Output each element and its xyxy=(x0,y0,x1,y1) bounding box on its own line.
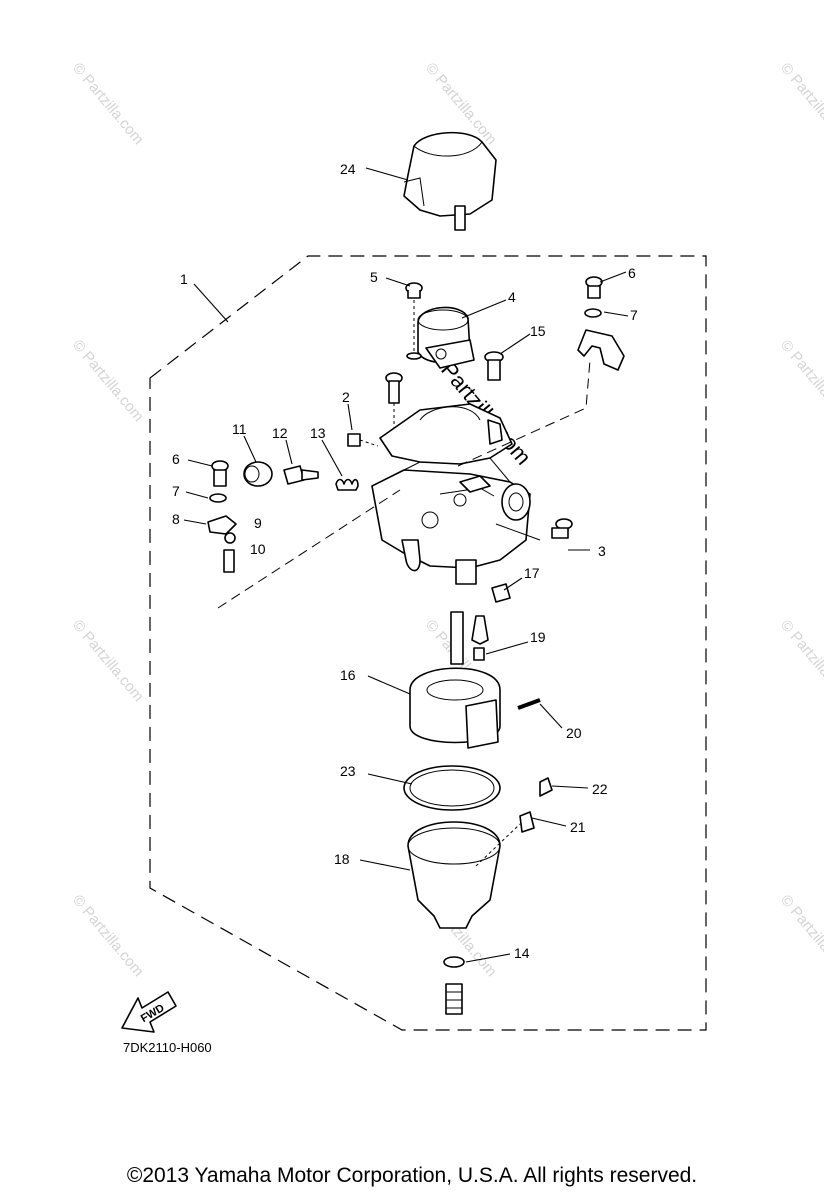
callout-14: 14 xyxy=(514,945,530,961)
fwd-label: FWD xyxy=(139,1002,167,1025)
part-4-cover xyxy=(417,306,475,369)
watermark: © Partzilla.com xyxy=(69,892,147,980)
part-18-bowl xyxy=(407,821,521,929)
callout-16: 16 xyxy=(340,667,356,683)
part-17-screw xyxy=(491,583,511,603)
callout-2: 2 xyxy=(342,389,350,405)
callout-4: 4 xyxy=(508,289,516,305)
watermark: © Partzilla.com xyxy=(777,892,824,980)
carburetor-body xyxy=(371,403,531,585)
callout-6: 6 xyxy=(628,265,636,281)
callout-labels: 24 1 5 4 6 7 15 2 11 12 13 6 7 8 9 10 3 … xyxy=(172,161,638,961)
part-20-pin xyxy=(517,698,541,710)
part-6-7-8-9-10-left xyxy=(207,460,237,573)
part-14-washer-screw xyxy=(443,956,465,1015)
callout-18: 18 xyxy=(334,851,350,867)
callout-24: 24 xyxy=(340,161,356,177)
watermark: © Partzilla.com xyxy=(777,617,824,705)
part-16-float xyxy=(409,667,501,749)
diagram-code: 7DK2110-H060 xyxy=(123,1040,212,1055)
assembly-boundary xyxy=(149,255,707,1031)
callout-21: 21 xyxy=(570,819,586,835)
fwd-arrow-icon: FWD xyxy=(121,991,177,1033)
part-24-cap xyxy=(403,131,497,231)
callout-12: 12 xyxy=(272,425,288,441)
part-needle-jet xyxy=(450,611,489,665)
callout-8: 8 xyxy=(172,511,180,527)
callout-leaders xyxy=(183,167,629,963)
part-2-screw xyxy=(347,433,379,447)
part-15-screw xyxy=(484,351,504,381)
callout-5: 5 xyxy=(370,269,378,285)
callout-7-left: 7 xyxy=(172,483,180,499)
part-13-spring xyxy=(335,478,359,491)
assembly-dash-line xyxy=(217,489,401,609)
part-23-ring xyxy=(403,765,501,811)
watermark: © Partzilla.com xyxy=(777,337,824,425)
callout-15: 15 xyxy=(530,323,546,339)
watermark: © Partzilla.com xyxy=(69,617,147,705)
part-11-cap xyxy=(243,461,273,487)
watermark: © Partzilla.com xyxy=(69,60,147,148)
copyright-notice: ©2013 Yamaha Motor Corporation, U.S.A. A… xyxy=(126,1164,698,1187)
watermark: © Partzilla.com xyxy=(777,60,824,148)
callout-20: 20 xyxy=(566,725,582,741)
callout-13: 13 xyxy=(310,425,326,441)
callout-11: 11 xyxy=(232,421,247,437)
part-6-7-bracket xyxy=(577,276,625,371)
callout-3: 3 xyxy=(598,543,606,559)
callout-7: 7 xyxy=(630,307,638,323)
part-3-screw xyxy=(495,518,573,541)
callout-9: 9 xyxy=(254,515,262,531)
part-12-screw xyxy=(283,465,319,485)
watermark: © Partzilla.com xyxy=(69,337,147,425)
callout-17: 17 xyxy=(524,565,540,581)
callout-19: 19 xyxy=(530,629,546,645)
part-22-21-screw-spring xyxy=(519,777,553,833)
callout-10: 10 xyxy=(250,541,266,557)
callout-23: 23 xyxy=(340,763,356,779)
callout-22: 22 xyxy=(592,781,608,797)
callout-6-left: 6 xyxy=(172,451,180,467)
callout-1: 1 xyxy=(180,271,188,287)
